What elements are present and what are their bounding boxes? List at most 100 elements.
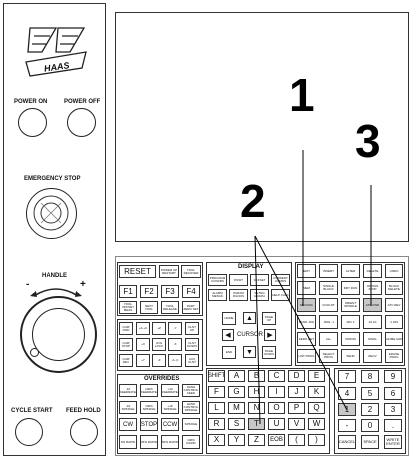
jog-minus-x-button[interactable]: -X — [168, 338, 182, 351]
key-c[interactable]: C — [268, 370, 285, 382]
all-axes-button[interactable]: ALL — [319, 332, 338, 346]
cursor-up-button[interactable]: ▲ — [243, 312, 256, 324]
posit-button[interactable]: POSIT — [229, 274, 248, 286]
key-5[interactable]: 5 — [361, 387, 379, 400]
key-x[interactable]: X — [208, 434, 225, 446]
alarm-mesgs-button[interactable]: ALARM MESGS — [208, 289, 227, 301]
jog-chip-fwd-button[interactable]: CHIP FWD — [119, 322, 133, 335]
key-n[interactable]: N — [248, 402, 265, 414]
aux-coolant-button[interactable]: AUX CLNT — [185, 354, 199, 367]
current-commands-button[interactable]: CURRENT COMDS — [271, 274, 290, 286]
cursor-right-button[interactable]: ▶ — [264, 329, 276, 341]
help-calc-button[interactable]: HELP CALC — [271, 289, 290, 301]
jog-minus-a-button[interactable]: -A -C — [168, 354, 182, 367]
feedrate-minus-10-button[interactable]: -10 FEEDRATE — [119, 384, 137, 397]
setng-graph-button[interactable]: SETNG GRAPH — [250, 289, 269, 301]
undo-button[interactable]: UNDO — [385, 264, 403, 278]
single-block-button[interactable]: SINGLE BLOCK — [319, 281, 338, 295]
select-program-button[interactable]: SELECT PROG — [319, 349, 338, 363]
key-o[interactable]: O — [268, 402, 285, 414]
alter-button[interactable]: ALTER — [341, 264, 360, 278]
spindle-ccw-button[interactable]: CCW — [161, 418, 179, 431]
tool-recover-button[interactable]: TOOL RECOVER — [181, 265, 201, 278]
spindle-cw-button[interactable]: CW — [119, 418, 137, 431]
erase-program-button[interactable]: ERASE PROG — [385, 349, 403, 363]
single-axis-button[interactable]: SINGL — [363, 332, 382, 346]
offset-button[interactable]: OFFSET — [250, 274, 269, 286]
rapid-100-button[interactable]: 100% RAPID — [182, 435, 200, 449]
key-7[interactable]: 7 — [338, 370, 356, 383]
power-up-restart-button[interactable]: POWER UP RESTART — [159, 265, 179, 278]
insert-button[interactable]: INSERT — [319, 264, 338, 278]
key-8[interactable]: 8 — [361, 370, 379, 383]
key-e[interactable]: E — [308, 370, 325, 382]
spindle-plus-10-button[interactable]: +10 SPINDLE — [161, 401, 179, 414]
write-enter-key[interactable]: WRITE ENTER — [384, 435, 402, 449]
spindle-orient-button[interactable]: SPINDLE — [182, 418, 200, 431]
key-z[interactable]: Z — [248, 434, 265, 446]
space-key[interactable]: SPACE — [361, 435, 379, 449]
eob-key[interactable]: EOB — [268, 434, 285, 446]
key-r[interactable]: R — [208, 418, 225, 430]
rapid-50-button[interactable]: 50% RAPID — [161, 435, 179, 449]
jog-step-0001-button[interactable]: .0001 .1 — [319, 315, 338, 329]
key-t[interactable]: T — [248, 418, 265, 430]
key-q[interactable]: Q — [308, 402, 325, 414]
key-y[interactable]: Y — [228, 434, 245, 446]
jog-handle-wheel[interactable] — [20, 296, 97, 373]
feedrate-plus-10-button[interactable]: +10 FEEDRATE — [161, 384, 179, 397]
key-2[interactable]: 2 — [361, 403, 379, 416]
close-paren-key[interactable]: ) — [308, 434, 325, 446]
end-button[interactable]: END — [222, 346, 236, 359]
home-g28-button[interactable]: HOME G28 — [385, 332, 403, 346]
key-f[interactable]: F — [208, 386, 225, 398]
dry-run-button[interactable]: DRY RUN — [341, 281, 360, 295]
block-delete-button[interactable]: BLOCK DELETE — [385, 281, 403, 295]
cursor-down-button[interactable]: ▼ — [243, 346, 256, 358]
delete-button[interactable]: DELETE — [363, 264, 382, 278]
hand-control-spindle-button[interactable]: HAND CONTROL SPINDLE — [182, 401, 200, 414]
hand-control-feed-button[interactable]: HAND CONTROL FEED — [182, 384, 200, 397]
prgrm-convrs-button[interactable]: PROGRAM CONVRS — [208, 274, 227, 286]
jog-minus-y-button[interactable]: -Y — [168, 322, 182, 335]
cancel-key[interactable]: CANCEL — [338, 435, 356, 449]
spindle-minus-10-button[interactable]: -10 SPINDLE — [119, 401, 137, 414]
next-tool-button[interactable]: NEXT TOOL — [140, 301, 158, 314]
key-b[interactable]: B — [248, 370, 265, 382]
home-button[interactable]: HOME — [222, 312, 236, 325]
page-up-button[interactable]: PAGE UP — [262, 312, 276, 325]
tool-offset-measure-button[interactable]: TOOL OFFSET MEAS — [119, 301, 137, 314]
key-s[interactable]: S — [228, 418, 245, 430]
key-j[interactable]: J — [288, 386, 305, 398]
jog-plus-y-button[interactable]: +Y — [136, 354, 150, 367]
jog-plus-x-button[interactable]: +X — [136, 338, 150, 351]
edit-button[interactable]: EDIT — [297, 264, 316, 278]
mem-button[interactable]: MEM — [297, 281, 316, 295]
key-i[interactable]: I — [268, 386, 285, 398]
rapid-5-button[interactable]: 5% RAPID — [119, 435, 137, 449]
f1-button[interactable]: F1 — [119, 285, 137, 298]
emergency-stop-button[interactable] — [26, 188, 77, 239]
jog-chip-stop-button[interactable]: CHIP STOP — [119, 338, 133, 351]
key-6[interactable]: 6 — [384, 387, 402, 400]
spindle-stop-button[interactable]: STOP — [140, 418, 158, 431]
jog-chip-rev-button[interactable]: CHIP REV — [119, 354, 133, 367]
open-paren-key[interactable]: ( — [288, 434, 305, 446]
power-off-button[interactable] — [67, 108, 96, 137]
f3-button[interactable]: F3 — [161, 285, 179, 298]
power-on-button[interactable] — [18, 108, 47, 137]
jog-step-001-button[interactable]: .001 1. — [341, 315, 360, 329]
key-k[interactable]: K — [308, 386, 325, 398]
feedrate-100-button[interactable]: 100% FEEDRATE — [140, 384, 158, 397]
hand-jog-button[interactable]: HAND JOG — [297, 315, 316, 329]
jog-plus-z-button[interactable]: +Z — [152, 322, 166, 335]
minus-key[interactable]: - — [338, 419, 356, 432]
mdi-dnc-button[interactable]: MDI DNC — [297, 298, 316, 312]
key-w[interactable]: W — [308, 418, 325, 430]
f2-button[interactable]: F2 — [140, 285, 158, 298]
coolant-down-button[interactable]: CLNT DOWN — [185, 338, 199, 351]
key-d[interactable]: D — [288, 370, 305, 382]
receive-button[interactable]: RECV — [363, 349, 382, 363]
cursor-left-button[interactable]: ◀ — [222, 329, 234, 341]
jog-lock-button[interactable]: JOG LOCK — [152, 338, 166, 351]
